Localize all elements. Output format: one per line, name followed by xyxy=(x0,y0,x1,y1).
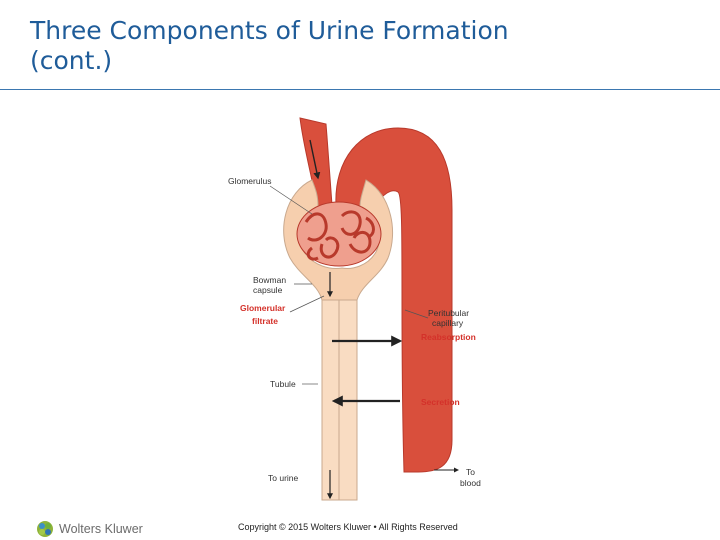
label-filtrate-line2: filtrate xyxy=(252,316,278,326)
peritubular-capillary xyxy=(335,127,453,473)
label-to-blood-line2: blood xyxy=(460,478,481,488)
label-reabsorption: Reabsorption xyxy=(421,332,476,342)
publisher-logo: Wolters Kluwer xyxy=(36,519,143,539)
label-bowman-line1: Bowman xyxy=(253,275,286,285)
copyright-notice: Copyright © 2015 Wolters Kluwer • All Ri… xyxy=(238,522,458,532)
label-peritubular-line2: capillary xyxy=(432,318,464,328)
leader-lines xyxy=(269,185,429,385)
label-secretion: Secretion xyxy=(421,397,460,407)
logo-text: Wolters Kluwer xyxy=(59,522,143,536)
label-filtrate-line1: Glomerular xyxy=(240,303,286,313)
label-to-blood-line1: To xyxy=(466,467,475,477)
slide-title: Three Components of Urine Formation (con… xyxy=(30,16,690,76)
title-divider xyxy=(0,89,720,90)
title-line-1: Three Components of Urine Formation xyxy=(30,16,509,45)
label-to-urine: To urine xyxy=(268,473,299,483)
blood-flow-arrow xyxy=(309,139,321,180)
glomerulus-capillary-loops xyxy=(304,210,375,261)
label-tubule: Tubule xyxy=(270,379,296,389)
title-line-2: (cont.) xyxy=(30,46,113,75)
label-peritubular-line1: Peritubular xyxy=(428,308,469,318)
label-bowman-line2: capsule xyxy=(253,285,283,295)
label-glomerulus: Glomerulus xyxy=(228,176,271,186)
wolters-kluwer-logo-icon xyxy=(37,521,53,537)
